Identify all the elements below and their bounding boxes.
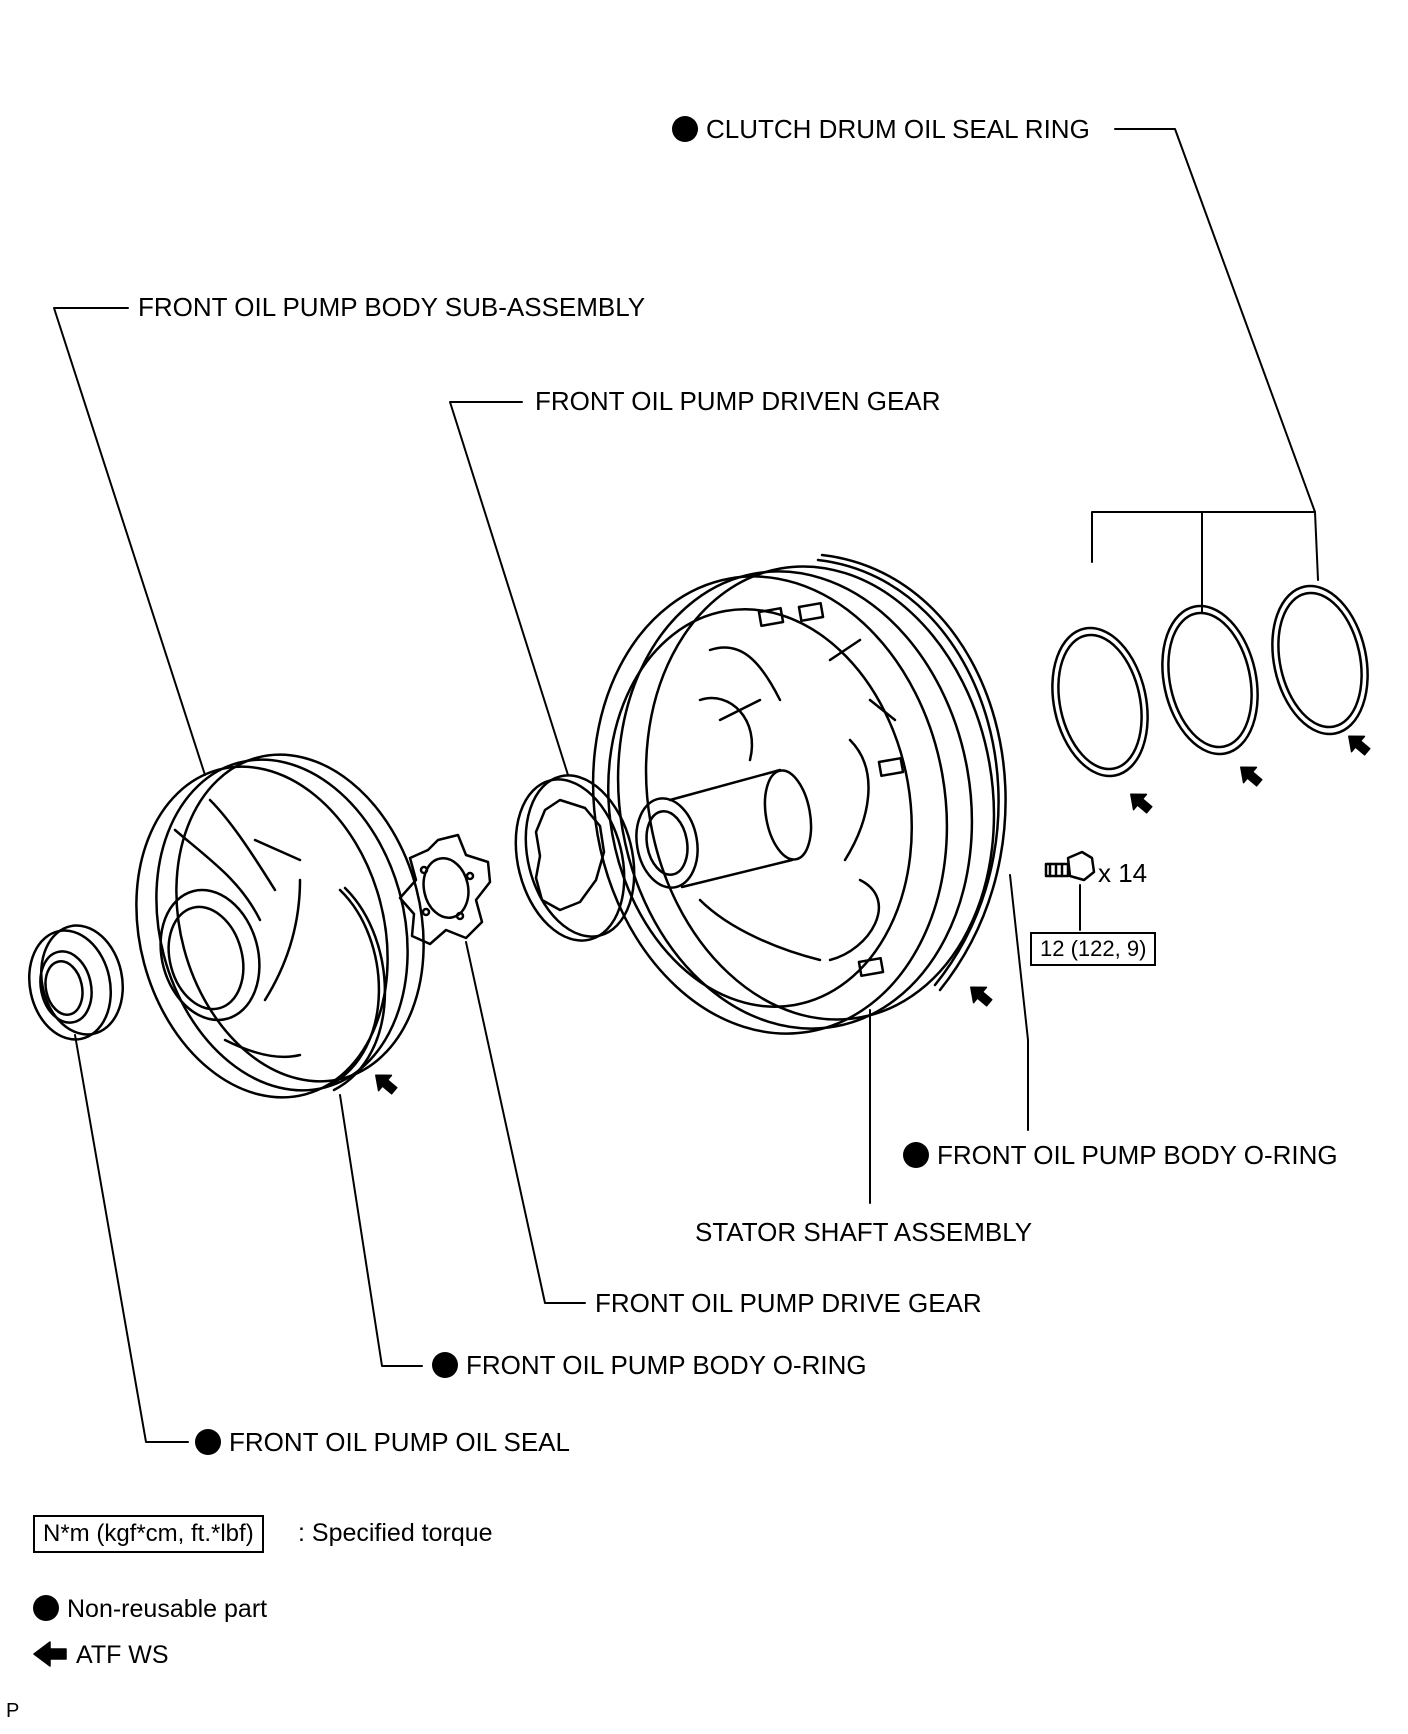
label-front-oil-pump-body-o-ring-left: FRONT OIL PUMP BODY O-RING (432, 1350, 867, 1380)
non-reusable-icon (672, 116, 698, 142)
label-text: FRONT OIL PUMP BODY O-RING (466, 1350, 867, 1380)
o-ring-left-drawing (330, 888, 385, 1090)
legend-atf: ATF WS (76, 1641, 169, 1669)
label-text: FRONT OIL PUMP OIL SEAL (229, 1427, 570, 1457)
legend-torque-box: N*m (kgf*cm, ft.*lbf) (33, 1515, 264, 1553)
label-front-oil-pump-driven-gear: FRONT OIL PUMP DRIVEN GEAR (535, 386, 941, 416)
label-text: FRONT OIL PUMP BODY O-RING (937, 1140, 1338, 1170)
seal-rings-drawing (1039, 577, 1380, 785)
driven-gear-drawing (500, 764, 651, 952)
legend-non-reusable: Non-reusable part (33, 1594, 267, 1624)
bolt-quantity: x 14 (1098, 858, 1148, 888)
non-reusable-icon (195, 1429, 221, 1455)
corner-mark: P (6, 1700, 20, 1722)
legend-text: Non-reusable part (67, 1595, 268, 1623)
o-ring-right-drawing (818, 555, 1006, 990)
stator-shaft-drawing (558, 539, 1029, 1062)
legend-torque-desc: : Specified torque (298, 1519, 493, 1547)
leader-lines (54, 129, 1318, 1442)
atf-arrows (369, 729, 1373, 1099)
label-front-oil-pump-body-sub-assembly: FRONT OIL PUMP BODY SUB-ASSEMBLY (138, 292, 646, 322)
oil-seal-drawing (19, 918, 132, 1047)
label-text: CLUTCH DRUM OIL SEAL RING (706, 114, 1090, 144)
drive-gear-drawing (400, 835, 490, 944)
legend-arrow-icon (34, 1642, 66, 1666)
non-reusable-icon (33, 1595, 59, 1621)
non-reusable-icon (903, 1142, 929, 1168)
label-front-oil-pump-body-o-ring-right: FRONT OIL PUMP BODY O-RING (903, 1140, 1338, 1170)
pump-body-drawing (101, 727, 459, 1126)
bolt-drawing (1044, 852, 1094, 880)
label-clutch-drum-oil-seal-ring: CLUTCH DRUM OIL SEAL RING (672, 114, 1090, 144)
label-stator-shaft-assembly: STATOR SHAFT ASSEMBLY (695, 1217, 1033, 1247)
label-front-oil-pump-drive-gear: FRONT OIL PUMP DRIVE GEAR (595, 1288, 982, 1318)
bolt-torque-box: 12 (122, 9) (1030, 932, 1157, 966)
label-front-oil-pump-oil-seal: FRONT OIL PUMP OIL SEAL (195, 1427, 570, 1457)
non-reusable-icon (432, 1352, 458, 1378)
